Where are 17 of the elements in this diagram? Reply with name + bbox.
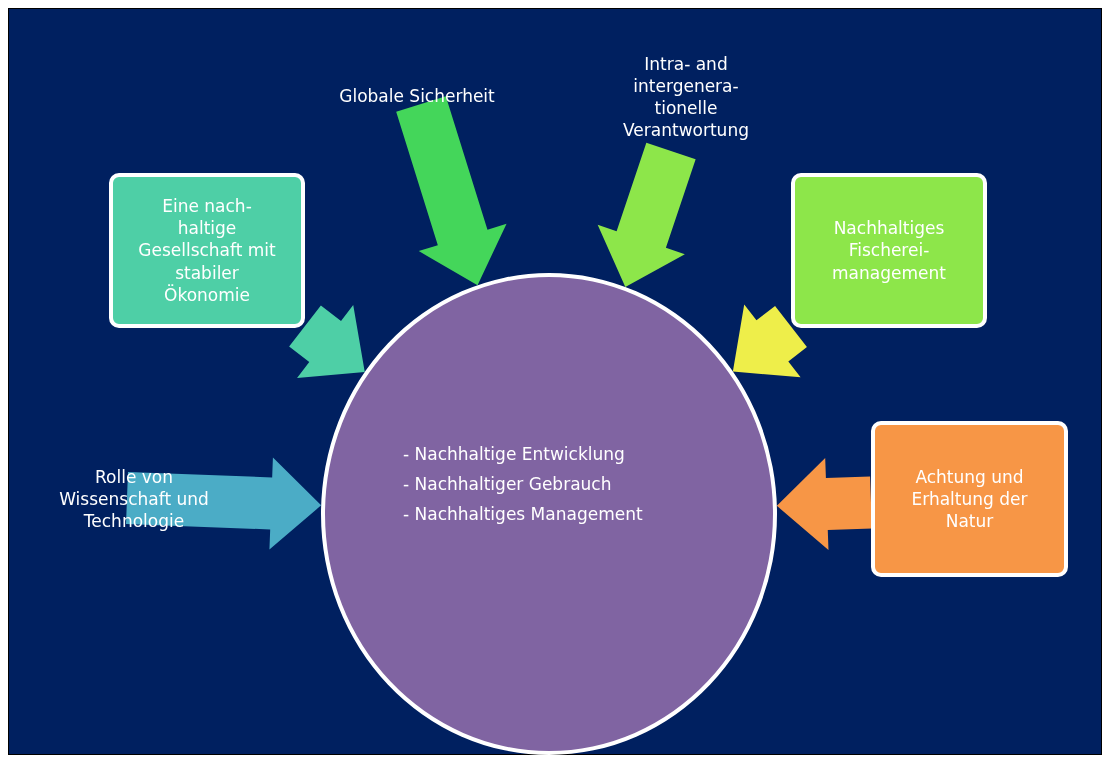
node-label: Intra- and intergenera- tionelle Verantwortung <box>622 52 750 142</box>
topic-box <box>871 421 1068 577</box>
block-arrow <box>396 96 507 286</box>
block-arrow <box>597 142 696 287</box>
node-label: Achtung und Erhaltung der Natur <box>910 465 1029 533</box>
node-label: Globale Sicherheit <box>339 84 495 108</box>
topic-box <box>109 173 305 328</box>
block-arrow <box>126 457 322 550</box>
block-arrow <box>289 305 365 378</box>
block-arrow <box>732 304 807 378</box>
node-label: Nachhaltiges Fischerei- management <box>831 217 947 284</box>
node-label: Eine nach- haltige Gesellschaft mit stabiler Ökonomie <box>137 195 277 306</box>
block-arrow <box>776 458 872 551</box>
list-item: - Nachhaltige Entwicklung <box>403 442 625 465</box>
list-item: - Nachhaltiges Management <box>403 503 643 526</box>
list-item: - Nachhaltiger Gebrauch <box>403 472 612 496</box>
topic-box <box>791 173 987 328</box>
